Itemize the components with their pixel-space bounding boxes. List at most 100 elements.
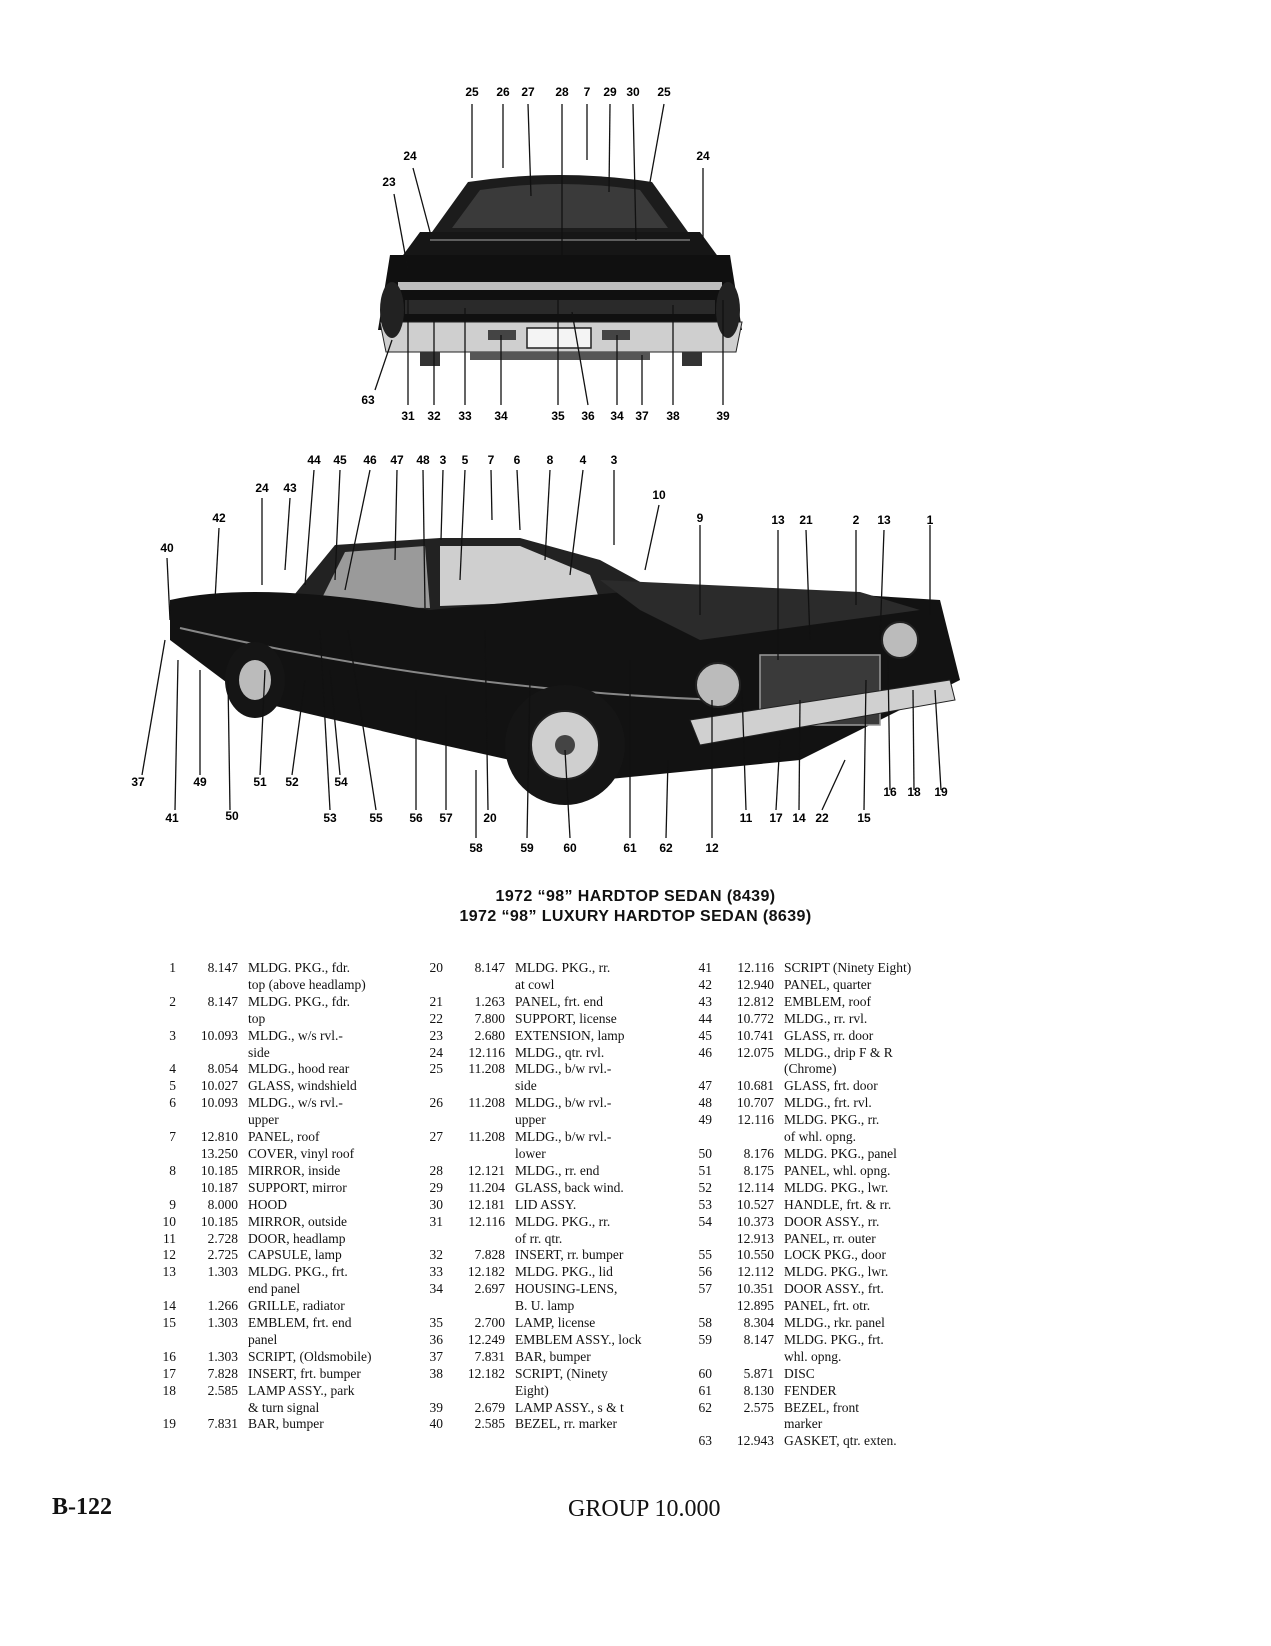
group-number: 10.741: [736, 1027, 774, 1043]
group-number: 12.249: [467, 1331, 505, 1347]
group-number: 12.812: [736, 993, 774, 1009]
callout: 4: [580, 453, 587, 467]
group-number: [186, 1400, 248, 1417]
part-description: PANEL, frt. end: [515, 993, 603, 1009]
parts-row-continuation: marker: [674, 1416, 911, 1433]
group-number: 12.116: [468, 1044, 505, 1060]
callout: 36: [581, 409, 595, 423]
item-number: 18: [162, 1382, 177, 1398]
part-description: PANEL, frt. otr.: [784, 1298, 871, 1314]
part-description: whl. opng.: [784, 1348, 842, 1364]
parts-row-continuation: panel: [138, 1332, 372, 1349]
item-number: 6: [169, 1095, 176, 1111]
item-number: 16: [162, 1348, 177, 1364]
part-description: MLDG., w/s rvl.-: [248, 1027, 343, 1043]
group-number: 8.175: [743, 1162, 774, 1178]
callout: 24: [255, 481, 269, 495]
item-number: 52: [698, 1179, 713, 1195]
side-view-illustration: 44 45 46 47 48 3 5 7 6 8 4 3 24 43 42 40…: [131, 453, 960, 855]
callout: 58: [469, 841, 483, 855]
parts-row-continuation: whl. opng.: [674, 1349, 911, 1366]
part-description: SCRIPT (Ninety Eight): [784, 960, 912, 975]
part-description: MLDG. PKG., lid: [515, 1264, 613, 1280]
group-number: [722, 1349, 784, 1366]
group-number: 8.147: [207, 960, 238, 975]
item-number: 56: [698, 1264, 713, 1280]
group-number: 10.527: [736, 1196, 774, 1212]
item-number: 59: [698, 1331, 713, 1347]
callout: 5: [462, 453, 469, 467]
callout: 55: [369, 811, 383, 825]
callout: 34: [494, 409, 508, 423]
part-description: MLDG., frt. rvl.: [784, 1095, 872, 1111]
item-number: 38: [429, 1365, 444, 1381]
part-description: MLDG. PKG., rr.: [515, 960, 611, 975]
group-number: [722, 1129, 784, 1146]
part-description: EMBLEM ASSY., lock: [515, 1331, 642, 1347]
group-number: 5.871: [743, 1365, 774, 1381]
parts-row-continuation: upper: [405, 1112, 642, 1129]
part-description: PANEL, quarter: [784, 976, 872, 992]
group-number: [186, 1281, 248, 1298]
group-label: GROUP 10.000: [568, 1496, 721, 1522]
group-number: 10.185: [200, 1213, 238, 1229]
group-number: 10.351: [736, 1281, 774, 1297]
group-number: 7.828: [207, 1365, 238, 1381]
part-description: HOUSING-LENS,: [515, 1281, 618, 1297]
callout: 54: [334, 775, 348, 789]
callout: 37: [635, 409, 649, 423]
part-description: PANEL, rr. outer: [784, 1230, 876, 1246]
group-number: 12.121: [467, 1162, 505, 1178]
item-number: 53: [698, 1196, 713, 1212]
group-number: 10.550: [736, 1247, 774, 1263]
parts-row-continuation: at cowl: [405, 977, 642, 994]
callout: 37: [131, 775, 145, 789]
part-description: LOCK PKG., door: [784, 1247, 887, 1263]
item-number: 50: [698, 1145, 713, 1161]
group-number: [453, 1298, 515, 1315]
item-number: 29: [429, 1179, 444, 1195]
callout: 30: [626, 85, 640, 99]
model-heading-1: 1972 “98” HARDTOP SEDAN (8439): [495, 888, 776, 905]
group-number: [186, 1045, 248, 1062]
callout: 35: [551, 409, 565, 423]
group-number: 2.700: [474, 1315, 505, 1331]
part-description: MLDG. PKG., lwr.: [784, 1264, 889, 1280]
item-number: 13: [162, 1264, 177, 1280]
callout: 42: [212, 511, 226, 525]
part-description: SUPPORT, mirror: [248, 1179, 347, 1195]
item-number: 58: [698, 1315, 713, 1331]
group-number: 12.940: [736, 976, 774, 992]
part-description: DOOR, headlamp: [248, 1230, 346, 1246]
part-description: COVER, vinyl roof: [248, 1145, 355, 1161]
part-description: MLDG., w/s rvl.-: [248, 1095, 343, 1111]
group-number: 2.680: [474, 1027, 505, 1043]
part-description: side: [515, 1078, 537, 1094]
group-number: 2.679: [474, 1399, 505, 1415]
item-number: 41: [698, 960, 713, 975]
callout: 25: [657, 85, 671, 99]
parts-row-continuation: lower: [405, 1146, 642, 1163]
rear-view-illustration: 25 26 27 28 7 29 30 25 24 24 23 63 31 32…: [361, 85, 743, 423]
part-description: MLDG. PKG., panel: [784, 1145, 897, 1161]
page-number: B-122: [52, 1494, 112, 1520]
